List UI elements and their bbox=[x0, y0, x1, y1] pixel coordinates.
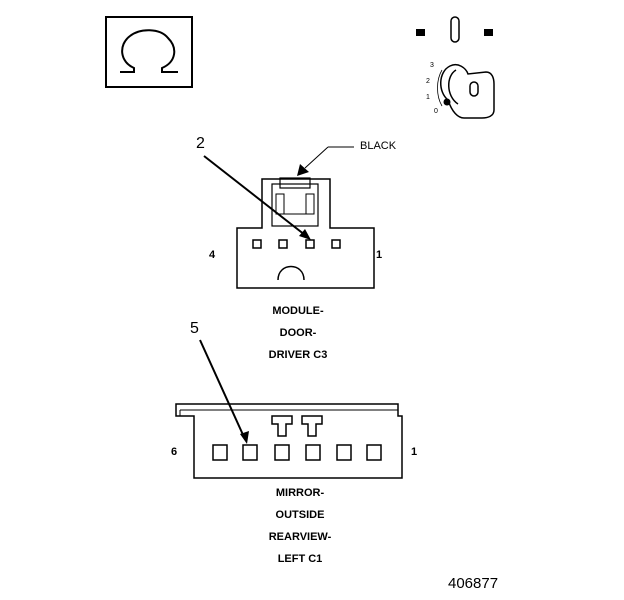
c3-caption-line-3: DRIVER C3 bbox=[268, 349, 328, 361]
callout-5-leader bbox=[199, 339, 249, 444]
figure-id: 406877 bbox=[448, 575, 499, 592]
callout-2-number: 2 bbox=[196, 135, 205, 152]
omega-symbol-icon bbox=[105, 16, 193, 88]
c1-pin-6-label: 6 bbox=[171, 446, 178, 458]
callout-5-number: 5 bbox=[190, 320, 199, 337]
c1-pin-1-label: 1 bbox=[411, 446, 418, 458]
c1-caption: MIRROR- OUTSIDE REARVIEW- LEFT C1 bbox=[220, 482, 380, 570]
key-position-1: 1 bbox=[426, 94, 430, 101]
c3-caption-line-2: DOOR- bbox=[279, 327, 317, 339]
c1-caption-line-3: REARVIEW- bbox=[268, 531, 332, 543]
c1-caption-line-4: LEFT C1 bbox=[277, 553, 323, 565]
ignition-key-icon bbox=[437, 63, 495, 119]
connector-c1-body bbox=[175, 403, 403, 479]
black-color-leader bbox=[297, 146, 354, 176]
connector-c3-cavities bbox=[252, 239, 341, 249]
callout-2-leader bbox=[203, 155, 311, 240]
c1-caption-line-1: MIRROR- bbox=[275, 487, 325, 499]
c3-pin-4-label: 4 bbox=[209, 249, 216, 261]
key-position-2: 2 bbox=[426, 78, 430, 85]
black-color-label: BLACK bbox=[360, 140, 397, 152]
c3-caption: MODULE- DOOR- DRIVER C3 bbox=[218, 300, 378, 366]
c1-caption-line-2: OUTSIDE bbox=[275, 509, 325, 521]
ignition-indicator-icon bbox=[416, 16, 493, 43]
connector-c1-cavities bbox=[212, 444, 382, 461]
key-position-3: 3 bbox=[430, 62, 434, 69]
c3-caption-line-1: MODULE- bbox=[272, 305, 324, 317]
c3-pin-1-label: 1 bbox=[376, 249, 383, 261]
key-position-0: 0 bbox=[434, 108, 438, 115]
